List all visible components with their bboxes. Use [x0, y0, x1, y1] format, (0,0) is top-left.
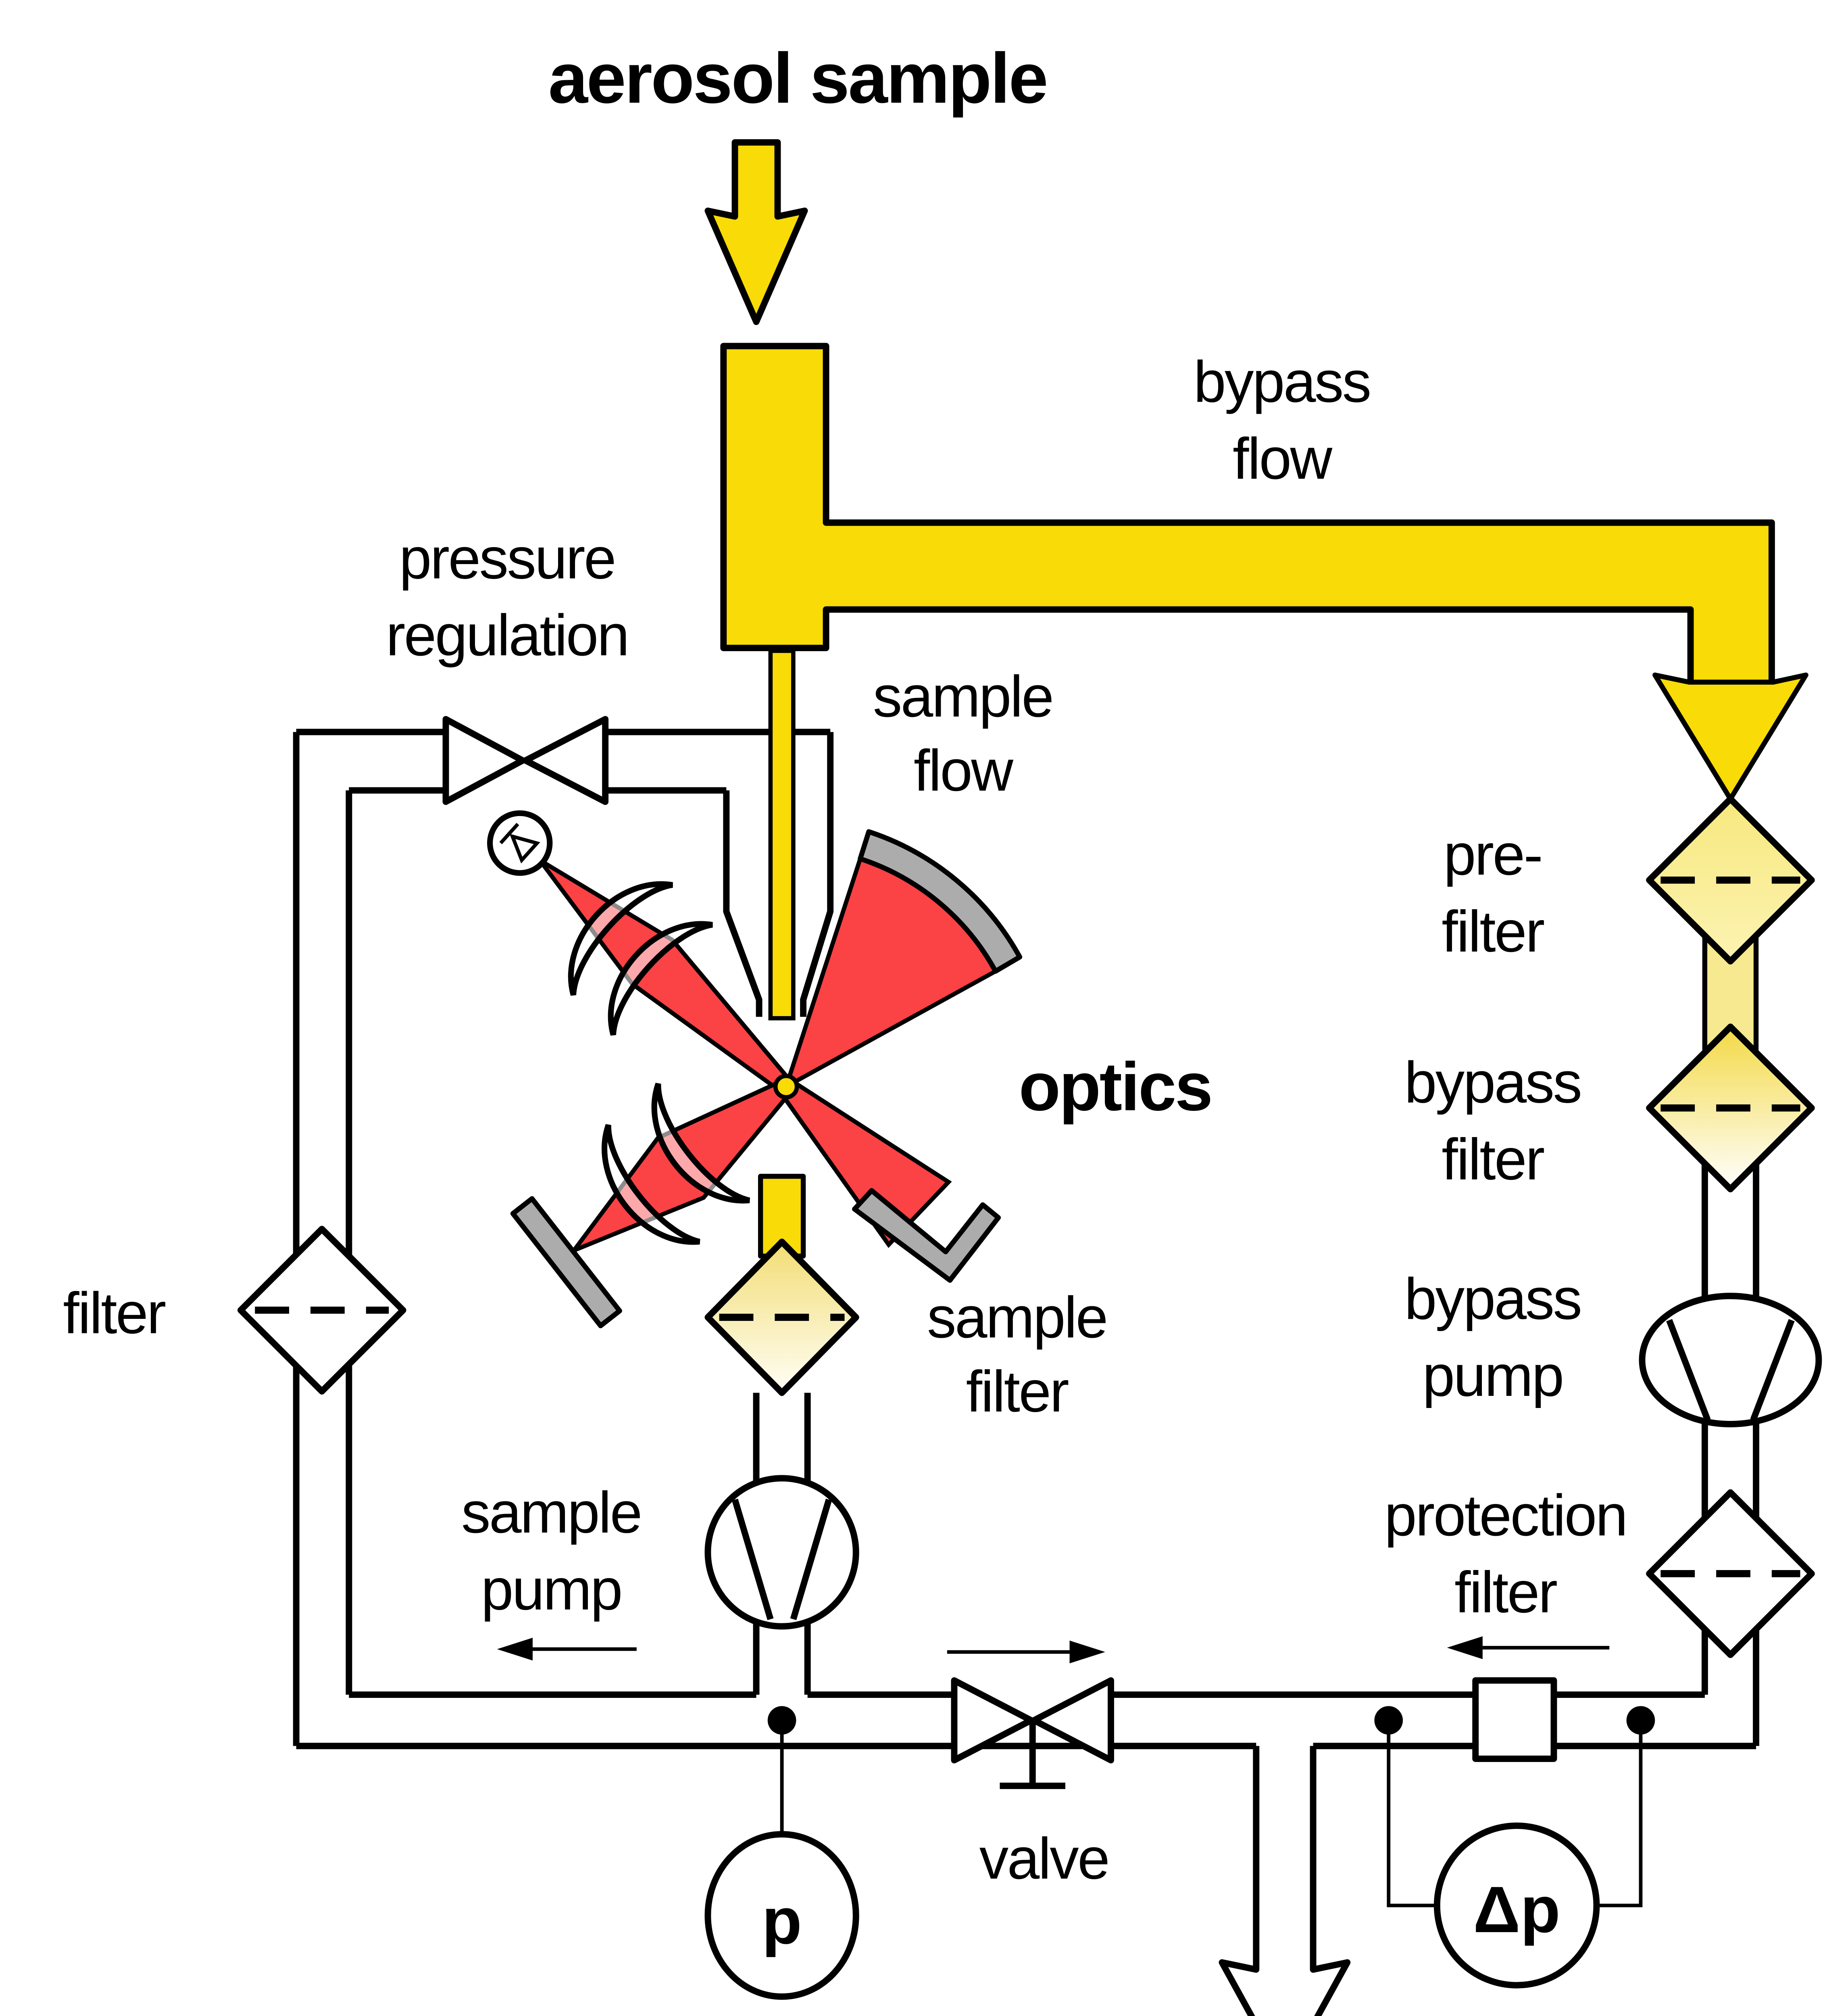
- pre-filter-icon: [1646, 796, 1815, 965]
- pipe-network: [293, 729, 1759, 1749]
- flow-direction-arrow-icon: [497, 1637, 637, 1661]
- bypass-filter-label: filter: [1442, 1127, 1544, 1192]
- detector-mirror-icon: [510, 1196, 622, 1329]
- flow-direction-arrow-icon: [947, 1640, 1105, 1664]
- sample-filter-label: sample: [927, 1285, 1107, 1350]
- pre-filter-label: pre-: [1444, 822, 1542, 887]
- filter-label: filter: [63, 1281, 165, 1346]
- abs-pressure-symbol: p: [762, 1885, 802, 1958]
- bypass-pump-label: bypass: [1404, 1266, 1581, 1331]
- sample-pump-icon: [704, 1475, 859, 1630]
- diagram-title: aerosol sample: [548, 39, 1047, 118]
- laser-diode-symbol: [499, 823, 540, 864]
- differential-pressure-sensor-icon: Δp: [1374, 1706, 1655, 1989]
- protection-filter-label: filter: [1454, 1560, 1557, 1625]
- exhaust-valve-icon: [951, 1677, 1114, 1789]
- protection-filter-icon: [1646, 1489, 1815, 1658]
- optics-assembly: [487, 810, 1023, 1329]
- collection-mirror-icon: [858, 829, 1023, 974]
- focus-point-icon: [773, 1074, 799, 1100]
- flow-direction-arrow-icon: [1447, 1636, 1610, 1659]
- bypass-pump-label: pump: [1423, 1343, 1563, 1408]
- bypass-inlet-arrow-icon: [1652, 673, 1808, 802]
- pressure-regulation-label: regulation: [386, 602, 628, 668]
- optics-label: optics: [1019, 1048, 1212, 1125]
- sample-pump-label: sample: [461, 1480, 641, 1545]
- absolute-pressure-label: absolute: [690, 2007, 899, 2016]
- sample-pump-label: pump: [481, 1557, 621, 1622]
- bypass-filter-label: bypass: [1404, 1050, 1581, 1115]
- bypass-filter-icon: [1646, 1023, 1815, 1193]
- orifice-plate-icon: [1472, 1677, 1557, 1762]
- diff-pressure-symbol: Δp: [1473, 1873, 1560, 1946]
- pressure-regulation-label: pressure: [399, 526, 615, 591]
- sample-flow-label: sample: [873, 664, 1053, 729]
- bypass-flow-label: flow: [1233, 426, 1332, 491]
- valve-label: valve: [979, 1826, 1108, 1891]
- bypass-pump-icon: [1639, 1293, 1822, 1427]
- sample-filter-icon: [704, 1238, 859, 1396]
- beam-dump-icon: [852, 1188, 1001, 1283]
- sample-inlet-tube: [768, 648, 796, 1020]
- aerosol-inlet-arrow-icon: [704, 139, 808, 325]
- pre-filter-label: filter: [1442, 899, 1544, 964]
- pressure-sensor-icon: p: [704, 1706, 859, 2000]
- junction-dot-icon: [767, 1706, 796, 1735]
- bypass-flow-label: bypass: [1194, 349, 1370, 414]
- pressure-regulation-valve-icon: [442, 716, 609, 805]
- excess-air-arrow-icon: [1219, 1746, 1351, 2016]
- sample-flow-label: flow: [914, 738, 1013, 803]
- protection-filter-label: protection: [1384, 1483, 1627, 1548]
- sample-filter-label: filter: [966, 1359, 1069, 1424]
- junction-dot-icon: [1374, 1706, 1403, 1735]
- loop-filter-icon: [237, 1226, 406, 1395]
- junction-dot-icon: [1626, 1706, 1655, 1735]
